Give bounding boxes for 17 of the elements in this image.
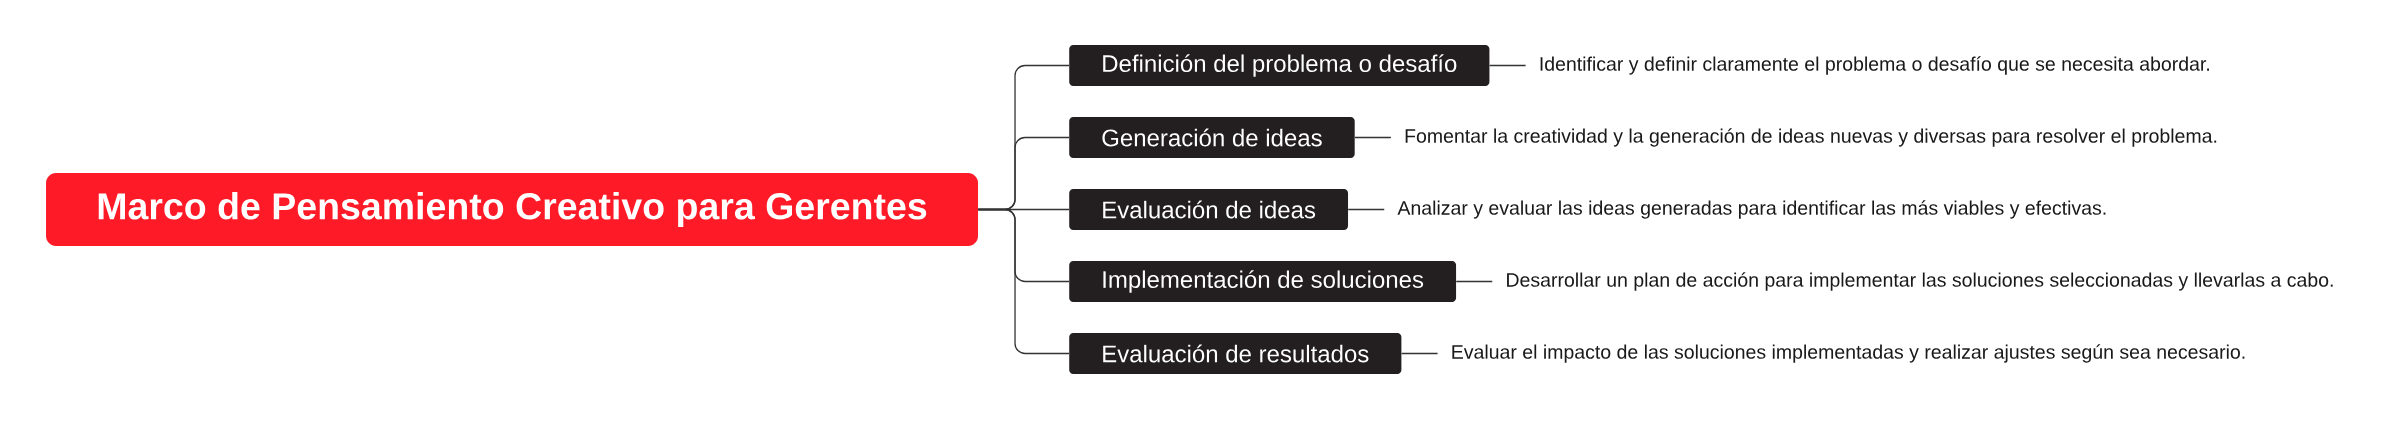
branch-box: Generación de ideas — [1069, 117, 1355, 158]
connector-line — [1400, 352, 1439, 355]
branch-box: Definición del problema o desafío — [1069, 45, 1490, 86]
connector-line — [977, 208, 1070, 355]
connector-line — [1347, 208, 1385, 211]
connector-line — [1455, 280, 1493, 283]
branch-box: Evaluación de resultados — [1069, 333, 1402, 374]
branch-box: Implementación de soluciones — [1069, 261, 1457, 302]
description-text: Fomentar la creatividad y la generación de ideas nuevas y diversas para resolver el problema. — [1405, 128, 2217, 147]
description-text: Desarrollar un plan de acción para implementar las soluciones seleccionadas y llevarlas a cabo. — [1507, 272, 2333, 291]
connector-line — [1489, 64, 1527, 67]
branch-box: Evaluación de ideas — [1069, 189, 1349, 230]
connector-line — [1354, 136, 1392, 139]
description-text: Evaluar el impacto de las soluciones implementadas y realizar ajustes según sea necesario. — [1452, 344, 2245, 363]
description-text: Identificar y definir claramente el problema o desafío que se necesita abordar. — [1540, 56, 2209, 75]
description-text: Analizar y evaluar las ideas generadas para identificar las más viables y efectivas. — [1397, 200, 2106, 219]
topic-box: Marco de Pensamiento Creativo para Gerentes — [46, 173, 978, 246]
